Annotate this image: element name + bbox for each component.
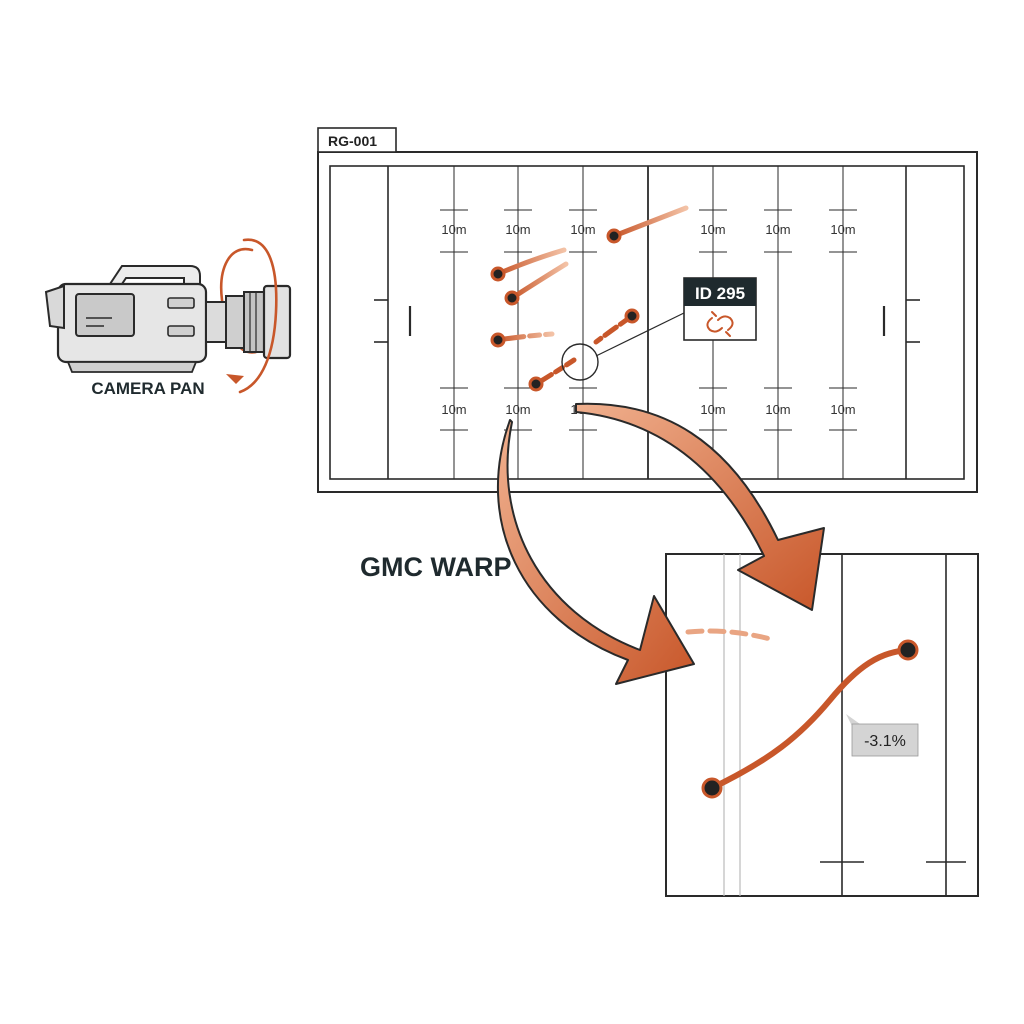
yard-label: 10m xyxy=(570,222,595,237)
camera-icon xyxy=(44,238,292,394)
player-dot xyxy=(490,266,506,282)
yard-label: 10m xyxy=(830,222,855,237)
yard-label: 10m xyxy=(441,402,466,417)
yard-label: 10m xyxy=(505,222,530,237)
yard-labels-top: 10m 10m 10m 10m 10m 10m xyxy=(441,222,855,237)
track-id-text: ID 295 xyxy=(695,284,745,303)
yard-label: 10m xyxy=(700,222,725,237)
trajectory-end-dot xyxy=(897,639,919,661)
error-value: -3.1% xyxy=(864,733,906,750)
hash-ticks xyxy=(440,209,857,431)
player-dot xyxy=(624,308,640,324)
pitch-diagram: RG-001 10m 10m xyxy=(317,127,978,493)
player-dot xyxy=(504,290,520,306)
broken-link-icon xyxy=(706,311,734,337)
player-dots xyxy=(490,228,640,392)
camera-pan-label: CAMERA PAN xyxy=(91,379,204,398)
tag-leader-line xyxy=(595,311,687,357)
yard-label: 10m xyxy=(441,222,466,237)
goal-posts xyxy=(374,299,920,343)
player-dot xyxy=(606,228,622,244)
yard-label: 10m xyxy=(765,402,790,417)
yard-label: 10m xyxy=(700,402,725,417)
trajectory-start-dot xyxy=(701,777,723,799)
corrected-trajectory xyxy=(709,647,911,791)
warp-arrow-right xyxy=(575,402,825,611)
player-dot xyxy=(490,332,506,348)
error-badge: -3.1% xyxy=(846,714,919,757)
player-dot xyxy=(528,376,544,392)
ghost-trail xyxy=(685,628,777,643)
gmc-warp-label: GMC WARP xyxy=(360,552,512,582)
warp-arrow-left xyxy=(496,419,695,685)
yard-label: 10m xyxy=(505,402,530,417)
pitch-inner-boundary xyxy=(329,165,965,480)
yard-label: 10m xyxy=(830,402,855,417)
panel-id-tab xyxy=(317,127,397,153)
inset-zoom-panel: -3.1% xyxy=(665,553,979,897)
panel-id-label: RG-001 xyxy=(328,133,377,149)
track-id-tag: ID 295 xyxy=(683,277,757,341)
lost-track-marker xyxy=(561,343,599,381)
yard-label: 10m xyxy=(765,222,790,237)
